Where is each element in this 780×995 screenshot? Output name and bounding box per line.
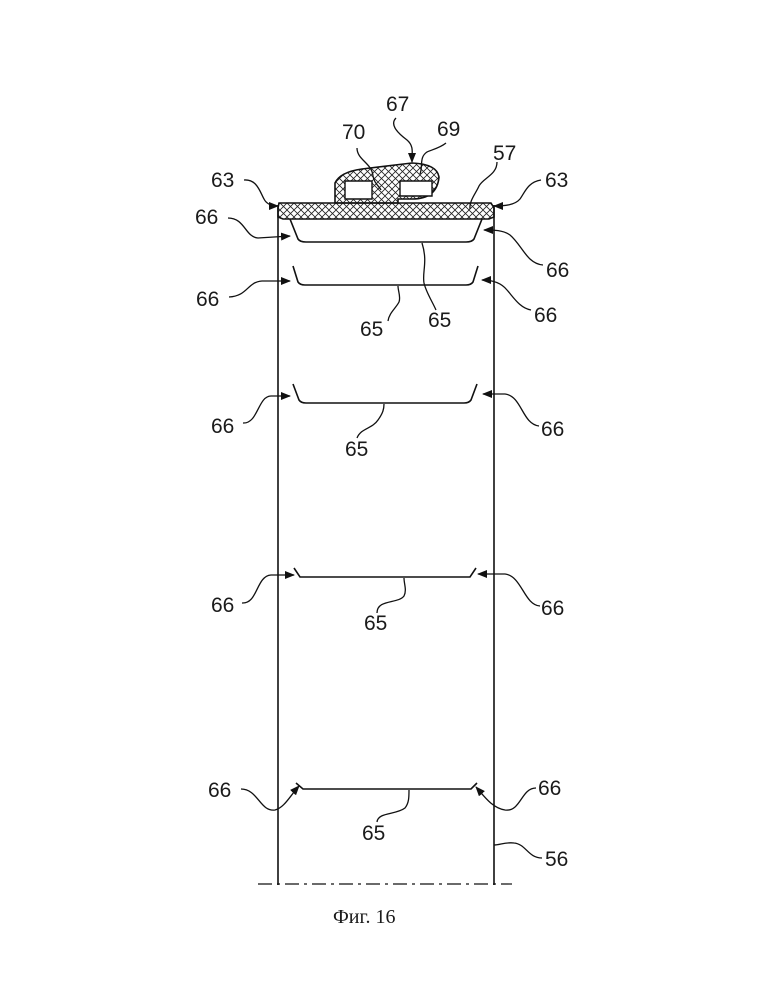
leader-66-e-left bbox=[241, 786, 299, 810]
label-65-a: 65 bbox=[428, 309, 451, 332]
label-63-left: 63 bbox=[211, 169, 234, 192]
cap-skirt bbox=[290, 219, 482, 242]
handle-slot-right bbox=[400, 181, 432, 196]
membrane-1 bbox=[293, 266, 478, 285]
label-56: 56 bbox=[545, 848, 568, 871]
label-66-b-right: 66 bbox=[534, 304, 557, 327]
leader-lines bbox=[228, 118, 543, 858]
label-57: 57 bbox=[493, 142, 516, 165]
figure-caption: Фиг. 16 bbox=[333, 906, 395, 928]
label-63-right: 63 bbox=[545, 169, 568, 192]
membrane-4 bbox=[296, 783, 477, 789]
label-66-d-left: 66 bbox=[211, 594, 234, 617]
leader-66-d-right bbox=[478, 574, 540, 606]
leader-57 bbox=[470, 162, 497, 209]
leader-65-b bbox=[388, 286, 400, 321]
label-65-b: 65 bbox=[360, 318, 383, 341]
leader-65-c bbox=[357, 404, 384, 438]
handle-slot-left bbox=[345, 181, 372, 199]
leader-66-c-right bbox=[483, 394, 539, 426]
label-67: 67 bbox=[386, 93, 409, 116]
label-66-c-right: 66 bbox=[541, 418, 564, 441]
leader-66-e-right bbox=[476, 787, 536, 810]
leader-66-a-left bbox=[228, 218, 290, 238]
leader-63-right bbox=[494, 180, 541, 206]
label-66-e-left: 66 bbox=[208, 779, 231, 802]
leader-66-b-left bbox=[229, 281, 290, 297]
leader-65-a bbox=[422, 243, 436, 310]
label-65-c: 65 bbox=[345, 438, 368, 461]
label-66-e-right: 66 bbox=[538, 777, 561, 800]
label-66-c-left: 66 bbox=[211, 415, 234, 438]
label-70: 70 bbox=[342, 121, 365, 144]
leader-66-a-right bbox=[484, 230, 543, 265]
leader-65-d bbox=[377, 578, 405, 613]
label-65-e: 65 bbox=[362, 822, 385, 845]
leader-63-left bbox=[244, 180, 278, 206]
leader-66-c-left bbox=[243, 396, 290, 423]
label-65-d: 65 bbox=[364, 612, 387, 635]
leader-66-d-left bbox=[242, 575, 294, 603]
leader-56 bbox=[494, 843, 542, 858]
top-cap-assembly bbox=[278, 163, 494, 242]
label-66-a-left: 66 bbox=[195, 206, 218, 229]
label-66-b-left: 66 bbox=[196, 288, 219, 311]
leader-65-e bbox=[377, 790, 409, 822]
label-66-a-right: 66 bbox=[546, 259, 569, 282]
label-66-d-right: 66 bbox=[541, 597, 564, 620]
leader-66-b-right bbox=[482, 280, 531, 310]
label-69: 69 bbox=[437, 118, 460, 141]
leader-67 bbox=[394, 118, 413, 162]
cap-plate bbox=[278, 203, 494, 219]
membrane-3 bbox=[294, 568, 476, 577]
membrane-2 bbox=[293, 384, 477, 403]
